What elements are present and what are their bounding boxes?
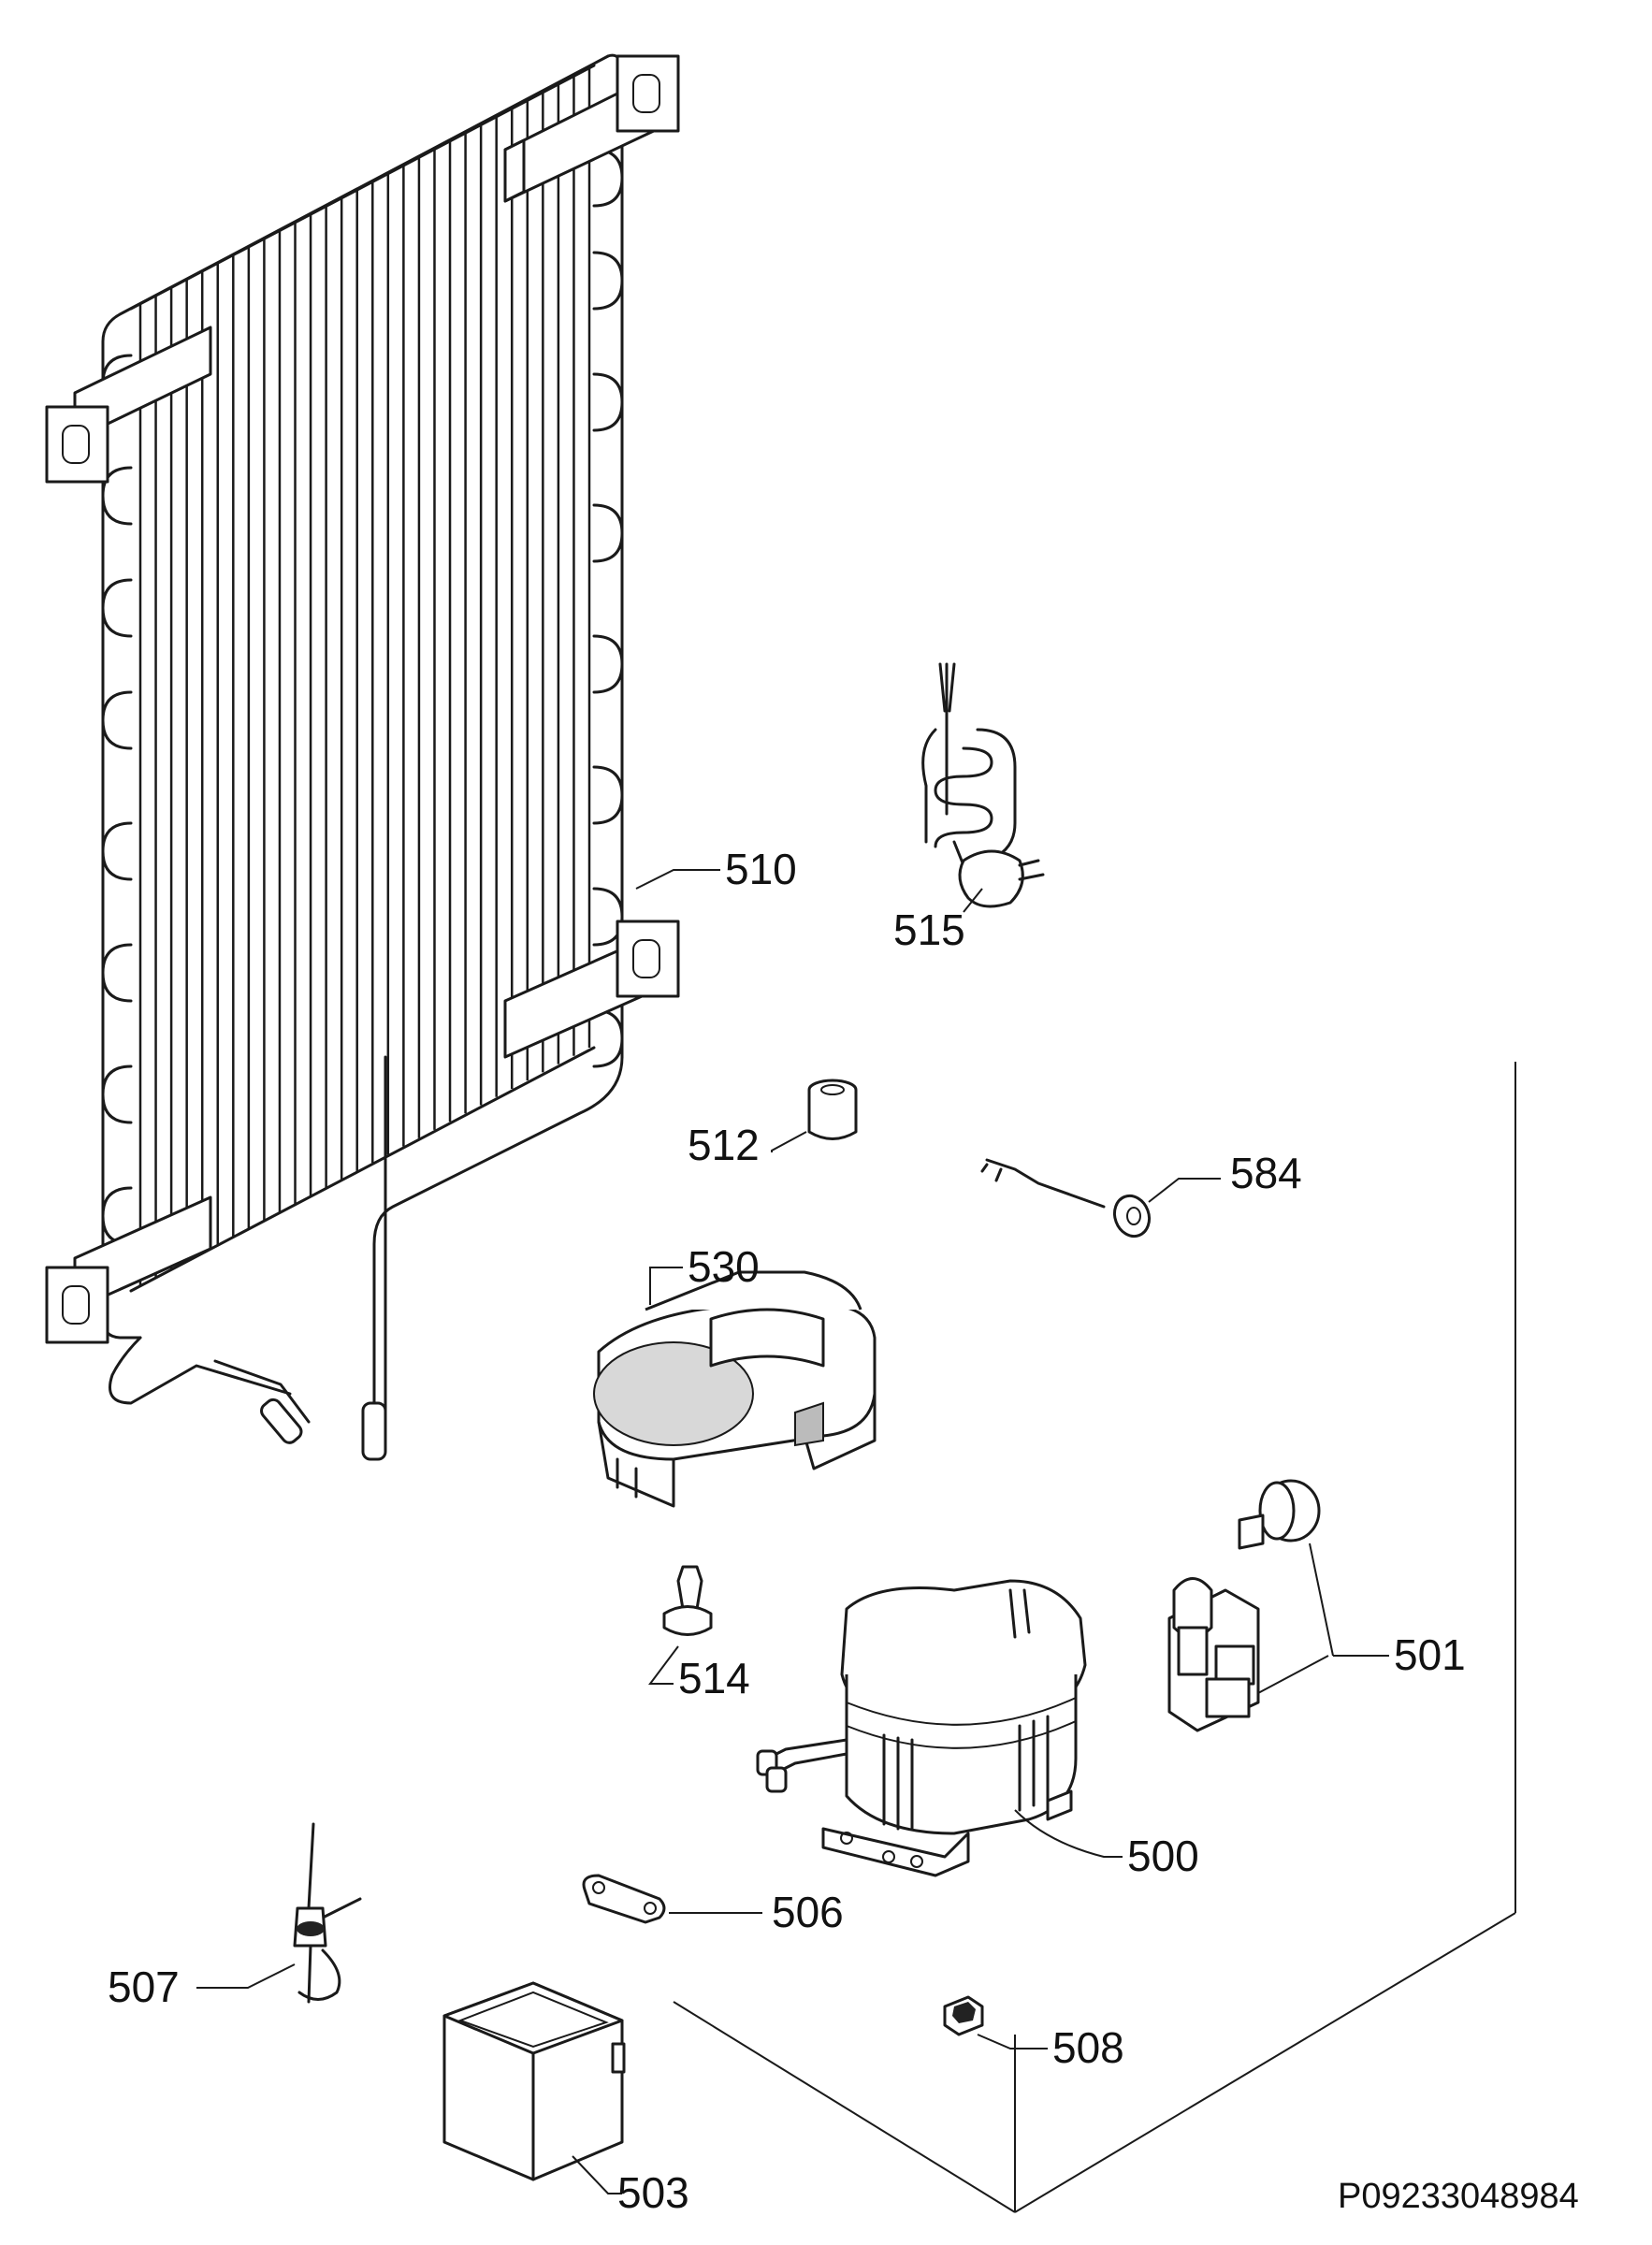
label-501: 501 — [1394, 1630, 1466, 1679]
label-506: 506 — [772, 1888, 844, 1936]
label-507: 507 — [108, 1963, 180, 2011]
label-530: 530 — [688, 1242, 760, 1291]
condenser-bracket-mid-left — [45, 326, 212, 484]
power-cord-part-515[interactable] — [921, 662, 1045, 913]
label-514: 514 — [678, 1654, 750, 1702]
label-510: 510 — [725, 845, 797, 893]
bracket-part-506[interactable] — [582, 1874, 762, 1924]
sensor-part-584[interactable] — [980, 1158, 1221, 1241]
label-503: 503 — [617, 2168, 689, 2217]
label-515: 515 — [893, 905, 965, 954]
condenser-bracket-mid-right — [503, 920, 680, 1059]
condenser-wire-grid — [138, 65, 591, 1286]
label-584: 584 — [1230, 1149, 1302, 1197]
condenser-part-510[interactable] — [45, 53, 720, 1461]
bushing-part-512[interactable] — [771, 1079, 858, 1152]
cabinet-outline — [673, 1062, 1516, 2213]
document-reference-number: P09233048984 — [1338, 2177, 1579, 2216]
capacitor-part-503[interactable] — [442, 1981, 626, 2194]
label-512: 512 — [688, 1121, 760, 1169]
condenser-right-loops — [592, 148, 624, 1068]
nut-part-508[interactable] — [943, 1995, 1048, 2049]
part-labels: 510 515 512 584 530 501 514 500 506 507 … — [108, 845, 1579, 2217]
label-508: 508 — [1052, 2023, 1124, 2072]
valve-part-507[interactable] — [196, 1822, 362, 2004]
condenser-left-loops — [101, 354, 133, 1246]
condenser-bracket-bottom-left — [45, 1195, 212, 1344]
compressor-part-500[interactable] — [756, 1579, 1123, 1877]
condenser-bracket-top-right — [503, 54, 680, 203]
grommet-part-514[interactable] — [648, 1565, 713, 1685]
relay-part-501[interactable] — [1167, 1479, 1389, 1732]
evaporator-tray-part-530[interactable] — [593, 1267, 877, 1508]
label-500: 500 — [1127, 1832, 1199, 1880]
